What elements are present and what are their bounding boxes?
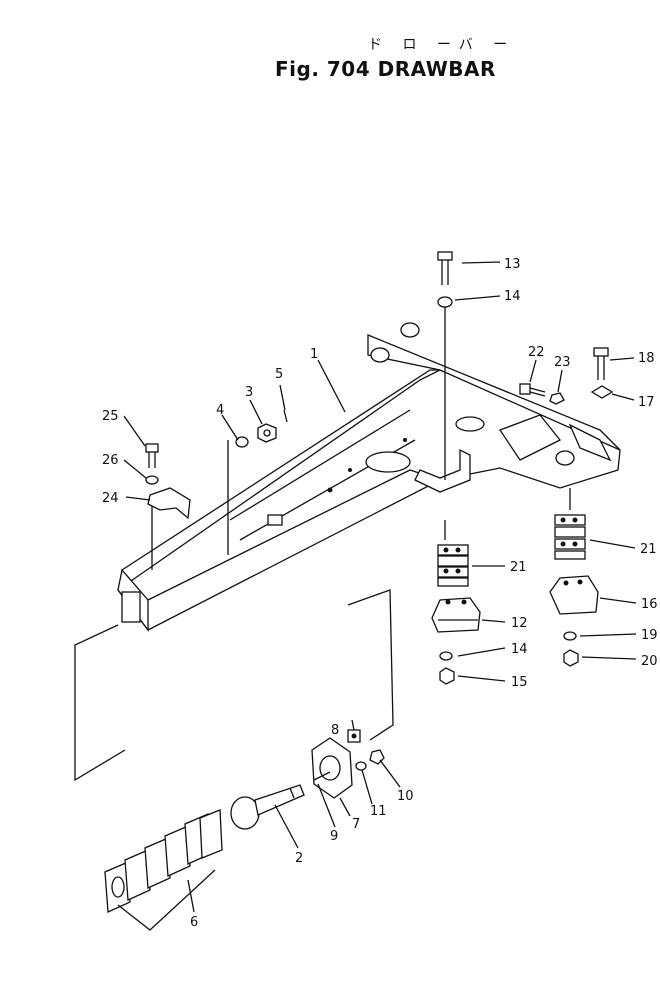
- callout-26: 26: [102, 453, 119, 468]
- nut-15: [439, 667, 455, 685]
- leader-lines: [123, 261, 637, 913]
- callout-13: 13: [504, 257, 521, 272]
- callout-14-bottom: 14: [511, 642, 528, 657]
- callout-11: 11: [370, 804, 387, 819]
- callout-15: 15: [511, 675, 528, 690]
- pin-5: [283, 409, 288, 423]
- callout-19: 19: [641, 628, 658, 643]
- callout-22: 22: [528, 345, 545, 360]
- callout-17: 17: [638, 395, 655, 410]
- ball-stud-2: [230, 784, 305, 830]
- washer-11: [355, 761, 367, 771]
- bracket-16: [549, 575, 599, 615]
- figure-title: Fig. 704 DRAWBAR: [275, 57, 496, 81]
- callout-3: 3: [245, 385, 253, 400]
- callout-8: 8: [331, 723, 339, 738]
- callout-4: 4: [216, 403, 224, 418]
- bracket-24: [147, 487, 191, 520]
- callout-labels: 1 2 3 4 5 6 7 8 9 10 11 12 13 14 14 15 1…: [102, 257, 658, 930]
- bolt-13: [437, 251, 453, 285]
- callout-18: 18: [638, 351, 655, 366]
- callout-14-top: 14: [504, 289, 521, 304]
- shims-21-center: [437, 544, 469, 587]
- callout-20: 20: [641, 654, 658, 669]
- drawbar-frame: [117, 322, 621, 632]
- bolt-22: [519, 383, 546, 397]
- callout-12: 12: [511, 616, 528, 631]
- callout-1: 1: [310, 347, 318, 362]
- shim-plates-6: [104, 809, 223, 931]
- callout-16: 16: [641, 597, 658, 612]
- stud-9: [313, 771, 331, 781]
- callout-25: 25: [102, 409, 119, 424]
- callout-23: 23: [554, 355, 571, 370]
- flange-7: [311, 737, 353, 799]
- bolt-25: [145, 443, 159, 468]
- fitting-8: [347, 729, 361, 743]
- washer-26: [145, 475, 159, 485]
- callout-10: 10: [397, 789, 414, 804]
- bracket-12: [431, 597, 481, 633]
- callout-5: 5: [275, 367, 283, 382]
- callout-6: 6: [190, 915, 198, 930]
- japanese-title: ド ロ ーバ ー: [368, 37, 516, 53]
- bolt-18: [593, 347, 609, 380]
- callout-9: 9: [330, 829, 338, 844]
- callout-7: 7: [352, 817, 360, 832]
- nut-23: [549, 392, 565, 405]
- washer-19: [563, 631, 577, 641]
- nut-3: [257, 423, 277, 443]
- callout-21-right: 21: [640, 542, 657, 557]
- plate-17: [590, 385, 614, 399]
- callout-24: 24: [102, 491, 119, 506]
- callout-2: 2: [295, 851, 303, 866]
- nut-20: [563, 649, 579, 667]
- shims-21-right: [554, 514, 586, 560]
- washer-14-bottom: [439, 651, 453, 661]
- assembly-guide-lines: [74, 305, 571, 782]
- washer-4: [235, 436, 249, 448]
- callout-21-center: 21: [510, 560, 527, 575]
- washer-14-top: [437, 296, 453, 308]
